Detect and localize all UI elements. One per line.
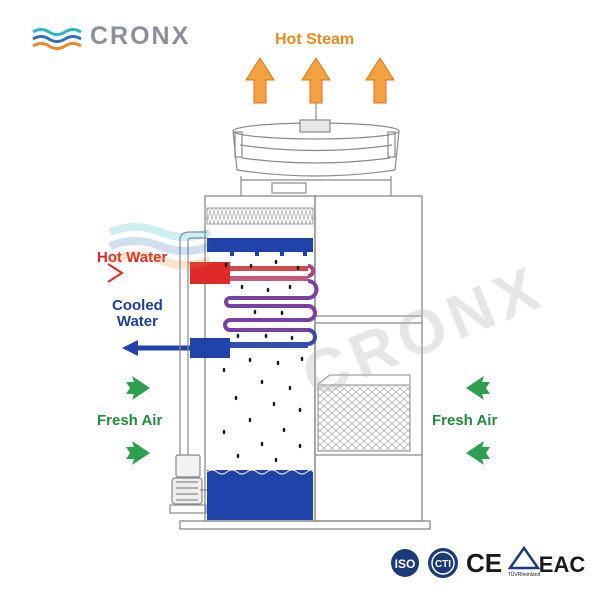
fresh-air-left-label: Fresh Air — [97, 412, 163, 429]
eac-logo: EAC — [539, 552, 586, 577]
cronx-watermark — [108, 223, 212, 269]
hot-water-label: Hot Water — [97, 249, 168, 266]
tuv-logo: TÜVRheinland — [507, 545, 541, 578]
svg-text:EAC: EAC — [539, 552, 586, 577]
spray-nozzles — [230, 252, 307, 256]
svg-text:CTI: CTI — [435, 559, 451, 570]
svg-text:CE: CE — [466, 548, 502, 578]
cooled-water-label: Cooled Water — [112, 298, 163, 330]
steam-arrow-center — [301, 57, 331, 104]
water-droplets — [222, 259, 304, 463]
cti-logo: CTI — [428, 548, 458, 578]
svg-text:TÜVRheinland: TÜVRheinland — [508, 571, 541, 578]
iso-logo: ISO — [391, 549, 419, 577]
cooled-water-label-line2: Water — [116, 312, 158, 330]
air-inlet-louvre — [317, 384, 411, 452]
drift-eliminator — [206, 207, 314, 225]
ce-logo: CE — [466, 548, 502, 578]
fresh-air-arrows-right — [466, 376, 490, 465]
cooled-water-label-line1: Cooled — [112, 297, 163, 314]
hot-steam-label: Hot Steam — [275, 31, 355, 48]
certification-logos: ISO CTI CE TÜVRheinland EAC — [391, 545, 586, 578]
watermark-text: CRONX — [293, 252, 554, 411]
hot-water-inlet-pipe — [100, 262, 315, 284]
steam-arrow-left — [245, 57, 275, 104]
steam-arrow-right — [365, 57, 395, 104]
fresh-air-right-label: Fresh Air — [432, 412, 498, 429]
spray-header — [207, 238, 313, 252]
cronx-wave-logo — [32, 28, 82, 50]
brand-name: CRONX — [90, 22, 191, 50]
tower-casing — [179, 195, 431, 530]
cooled-water-outlet-pipe — [122, 328, 317, 358]
svg-text:ISO: ISO — [395, 557, 416, 571]
fan-shroud — [232, 103, 400, 196]
circulation-pump — [169, 231, 207, 514]
fresh-air-arrows-left — [126, 376, 150, 465]
heat-exchange-coil — [223, 279, 319, 332]
water-basin — [206, 469, 314, 520]
